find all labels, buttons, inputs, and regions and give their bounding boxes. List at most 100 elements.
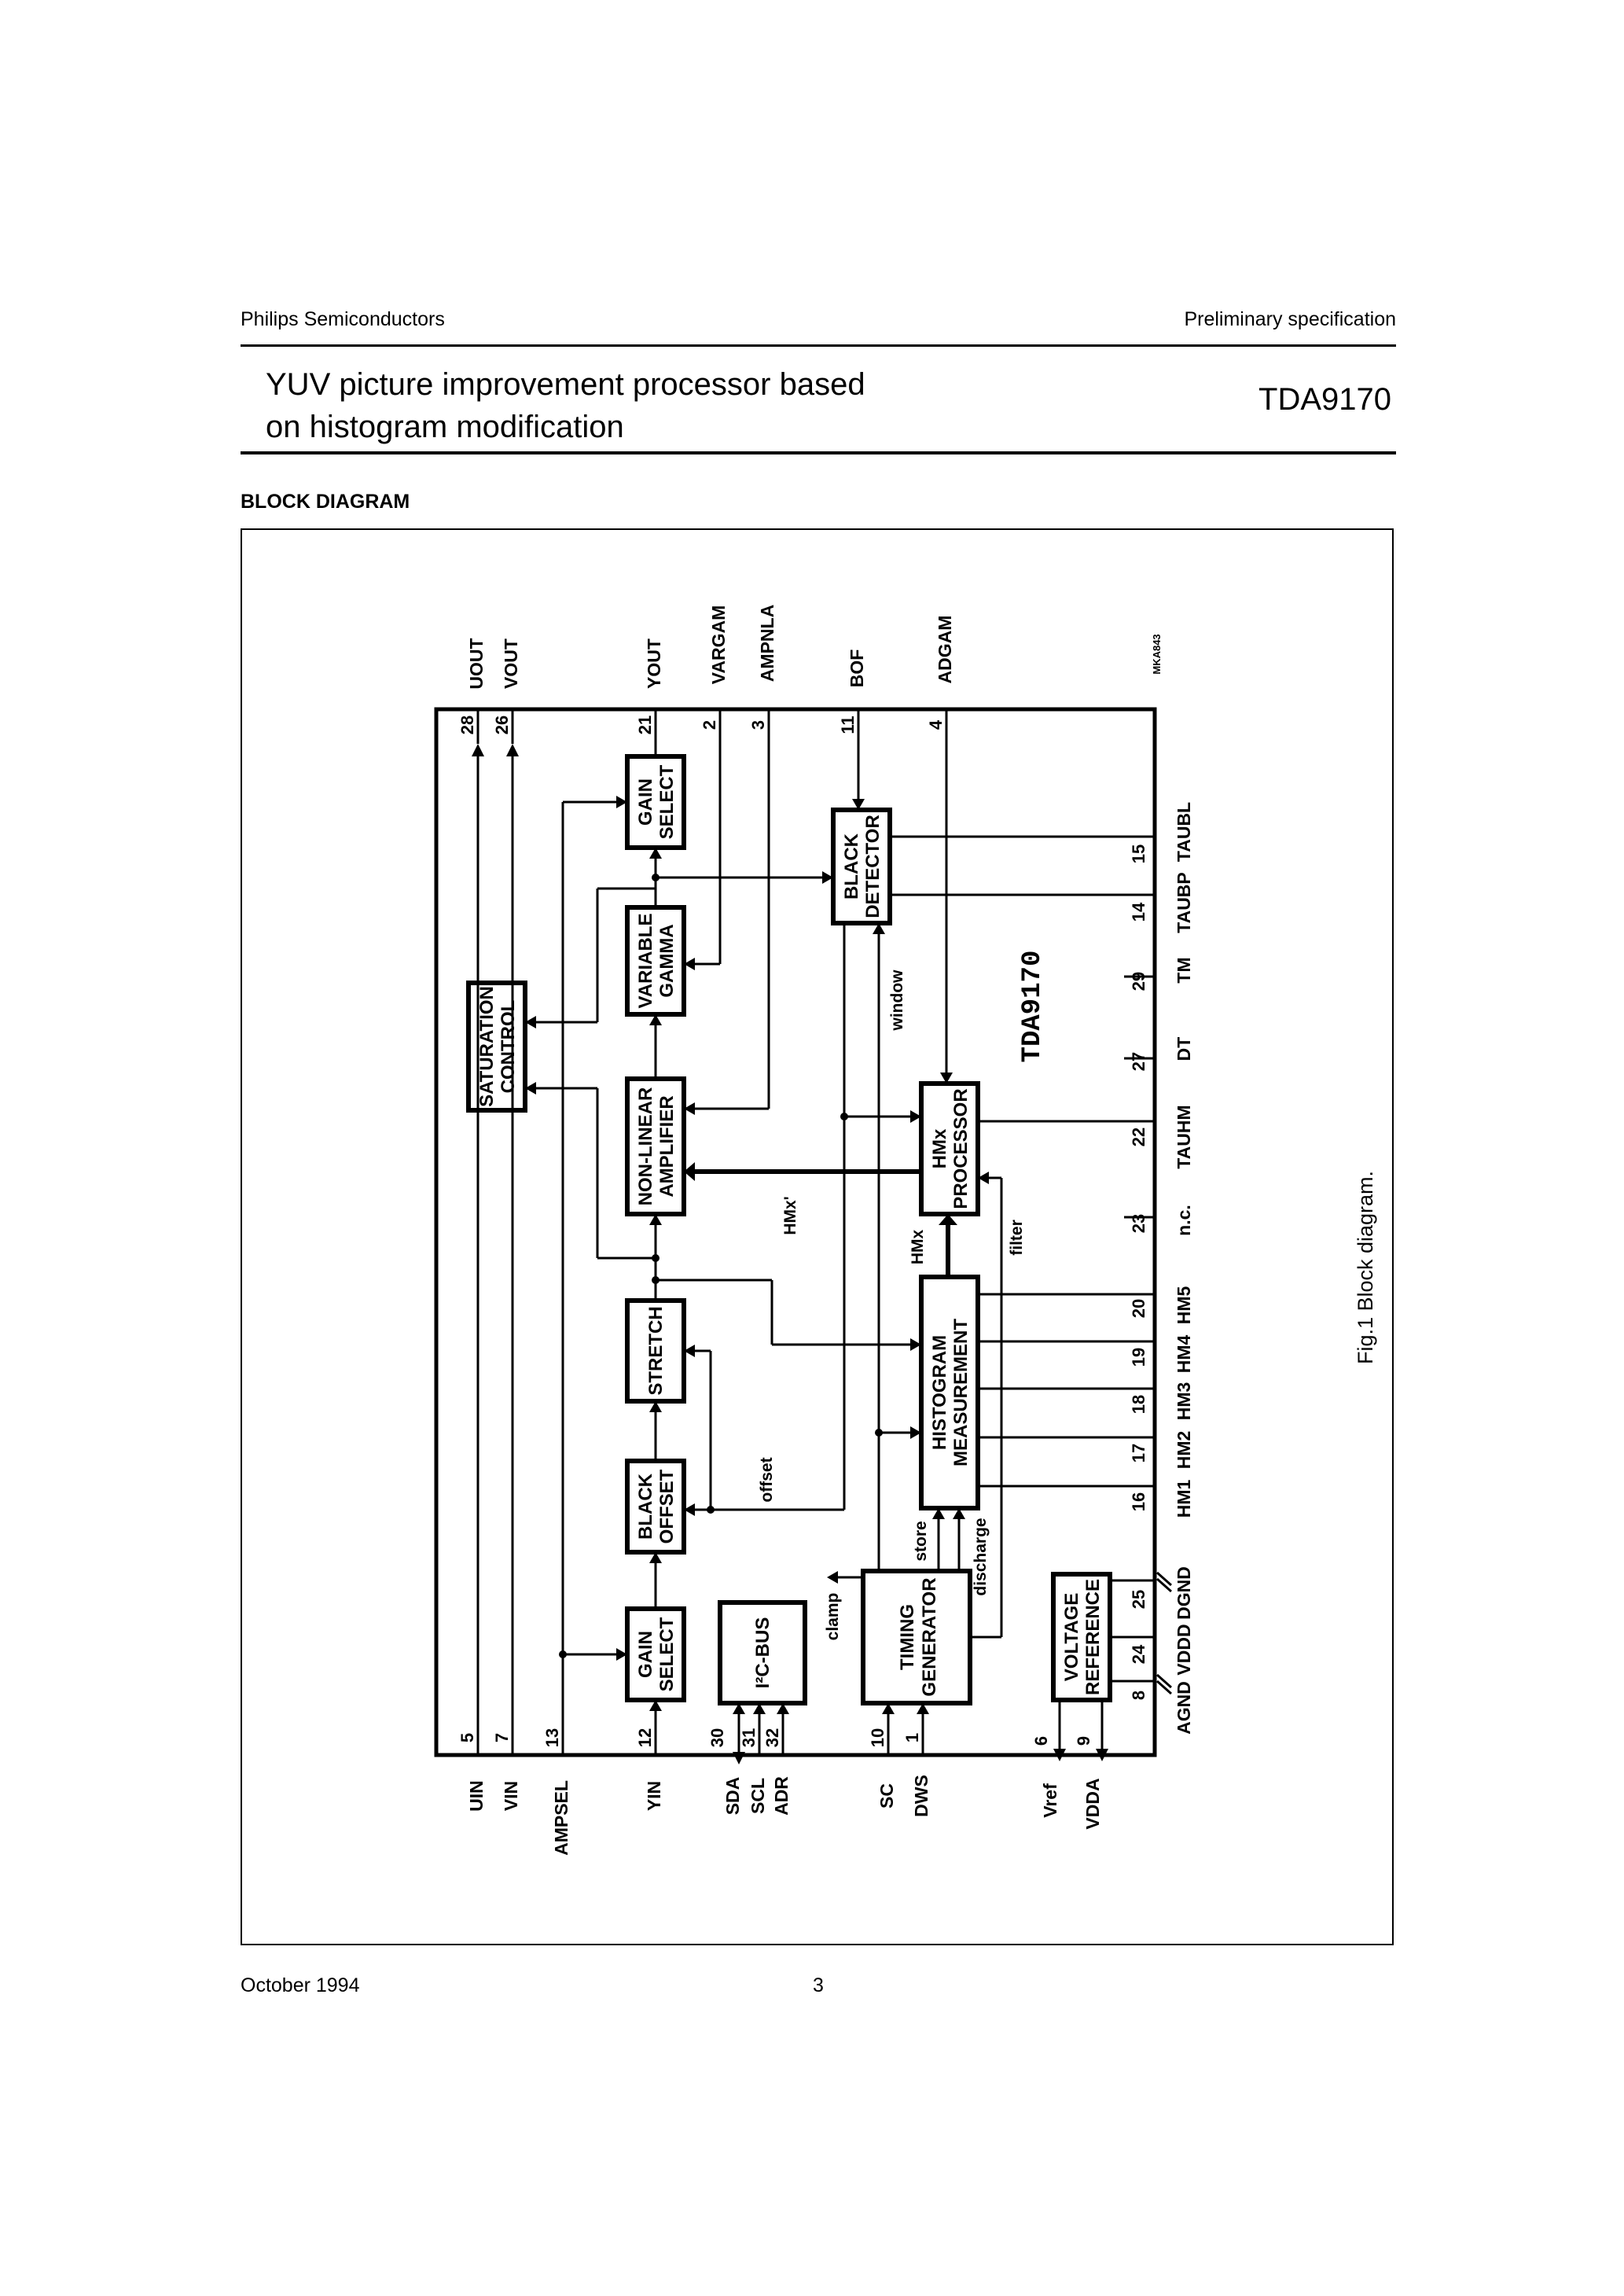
pin-name: VARGAM [708,605,729,685]
block-label: SELECT [656,1617,678,1691]
pin-name: SCL [748,1778,768,1814]
pin-name: SDA [722,1777,743,1816]
block-i2c-bus: I²C-BUS [718,1600,807,1705]
pin-number: 21 [635,716,655,734]
pin-name: ADR [771,1776,792,1816]
company-name: Philips Semiconductors [241,308,445,330]
block-label: NON-LINEAR [635,1087,656,1206]
label-filter: filter [1008,1220,1026,1256]
ground-symbols [1156,1571,1172,1695]
footer-date: October 1994 [241,1974,360,1996]
block-label: REFERENCE [1082,1579,1104,1695]
pin-number: 8 [1129,1691,1148,1700]
block-label: SELECT [656,764,678,839]
pin-name: HM3 [1174,1382,1194,1421]
pin-name: VIN [501,1781,521,1811]
pin-number: 5 [457,1733,477,1742]
block-histogram-measurement: HISTOGRAM MEASUREMENT [919,1275,980,1510]
block-label: BLACK [635,1473,656,1540]
block-non-linear-amplifier: NON-LINEAR AMPLIFIER [625,1076,686,1216]
block-label: GENERATOR [919,1577,940,1696]
pins-bottom: 5 UIN 7 VIN 13 AMPSEL 12 YIN 30 SDA 31 S… [457,1728,1103,1856]
pin-number: 20 [1129,1299,1148,1318]
block-black-offset: BLACK OFFSET [625,1459,686,1555]
pin-number: 26 [492,716,512,734]
pin-name: AGND [1174,1681,1194,1735]
pin-number: 9 [1074,1736,1093,1746]
section-title: BLOCK DIAGRAM [241,491,410,513]
pin-name: ADGAM [935,616,955,684]
pin-number: 14 [1129,902,1148,922]
pins-top: 28 UOUT 26 VOUT 21 YOUT 2 VARGAM 3 AMPNL… [457,605,955,734]
pin-number: 7 [492,1733,512,1742]
block-hmx-processor: HMx PROCESSOR [919,1081,980,1216]
block-label: BLACK [841,833,862,900]
pin-number: 25 [1129,1590,1148,1609]
pin-name: YIN [644,1781,664,1811]
block-label: GAMMA [656,924,678,997]
label-clamp: clamp [824,1593,842,1641]
ic-outline [434,707,1157,1757]
pin-name: n.c. [1174,1205,1194,1236]
pins-right: 15 TAUBL 14 TAUBP 29 TM 27 DT 22 TAUHM 2… [1129,802,1194,1735]
block-stretch: STRETCH [625,1298,686,1404]
pin-number: 23 [1129,1214,1148,1233]
pin-name: AMPNLA [757,605,777,682]
pin-number: 1 [902,1733,922,1742]
pin-name: TAUHM [1174,1105,1194,1168]
label-store: store [912,1521,930,1561]
pin-number: 32 [762,1728,782,1747]
block-label: CONTROL [498,1000,519,1094]
signal-wires [472,709,1155,1764]
pin-name: TAUBL [1174,802,1194,862]
pin-name: HM4 [1174,1335,1194,1374]
pin-number: 2 [700,720,719,730]
pin-name: Vref [1040,1783,1060,1818]
label-offset: offset [758,1457,776,1502]
block-label: I²C-BUS [752,1617,773,1689]
chip-label: TDA9170 [1018,951,1048,1063]
block-label: SATURATION [476,986,498,1107]
pin-number: 17 [1129,1444,1148,1463]
pin-number: 3 [748,720,768,730]
signal-labels: window offset HMx' HMx filter store disc… [758,970,1026,1641]
pin-number: 27 [1129,1052,1148,1071]
label-hmx-prime: HMx' [781,1196,799,1234]
label-discharge: discharge [972,1518,990,1595]
title-line-1: YUV picture improvement processor based [266,367,865,402]
pin-name: DWS [911,1775,931,1817]
pin-number: 6 [1031,1736,1051,1746]
pin-name: AMPSEL [551,1780,571,1856]
pin-name: BOF [847,649,867,688]
block-gain-select-bottom: GAIN SELECT [625,1606,686,1702]
block-label: HMx [929,1128,950,1168]
pin-name: HM1 [1174,1480,1194,1518]
pin-name: VDDA [1082,1778,1103,1829]
label-hmx: HMx [909,1230,927,1265]
pin-number: 28 [457,716,477,734]
pin-name: VOUT [501,638,521,689]
pin-name: YOUT [644,638,664,689]
block-label: VOLTAGE [1061,1593,1082,1681]
part-number: TDA9170 [1258,382,1391,417]
block-label: HISTOGRAM [929,1335,950,1450]
pin-name: UOUT [466,638,487,689]
block-label: DETECTOR [862,815,884,918]
figure-frame [241,528,1394,1945]
pin-name: DGND [1174,1566,1194,1620]
figure-caption: Fig.1 Block diagram. [1354,1171,1377,1364]
pin-name: HM2 [1174,1431,1194,1470]
document-status: Preliminary specification [1184,308,1396,330]
pin-number: 19 [1129,1348,1148,1367]
pin-number: 13 [542,1728,562,1747]
block-label: VARIABLE [635,914,656,1009]
pin-name: UIN [466,1780,487,1812]
pin-number: 18 [1129,1395,1148,1414]
pin-number: 24 [1129,1644,1148,1664]
footer-page-number: 3 [813,1974,824,1996]
block-label: PROCESSOR [950,1088,972,1209]
pin-number: 15 [1129,844,1148,863]
label-window: window [888,970,906,1032]
block-black-detector: BLACK DETECTOR [831,808,892,925]
